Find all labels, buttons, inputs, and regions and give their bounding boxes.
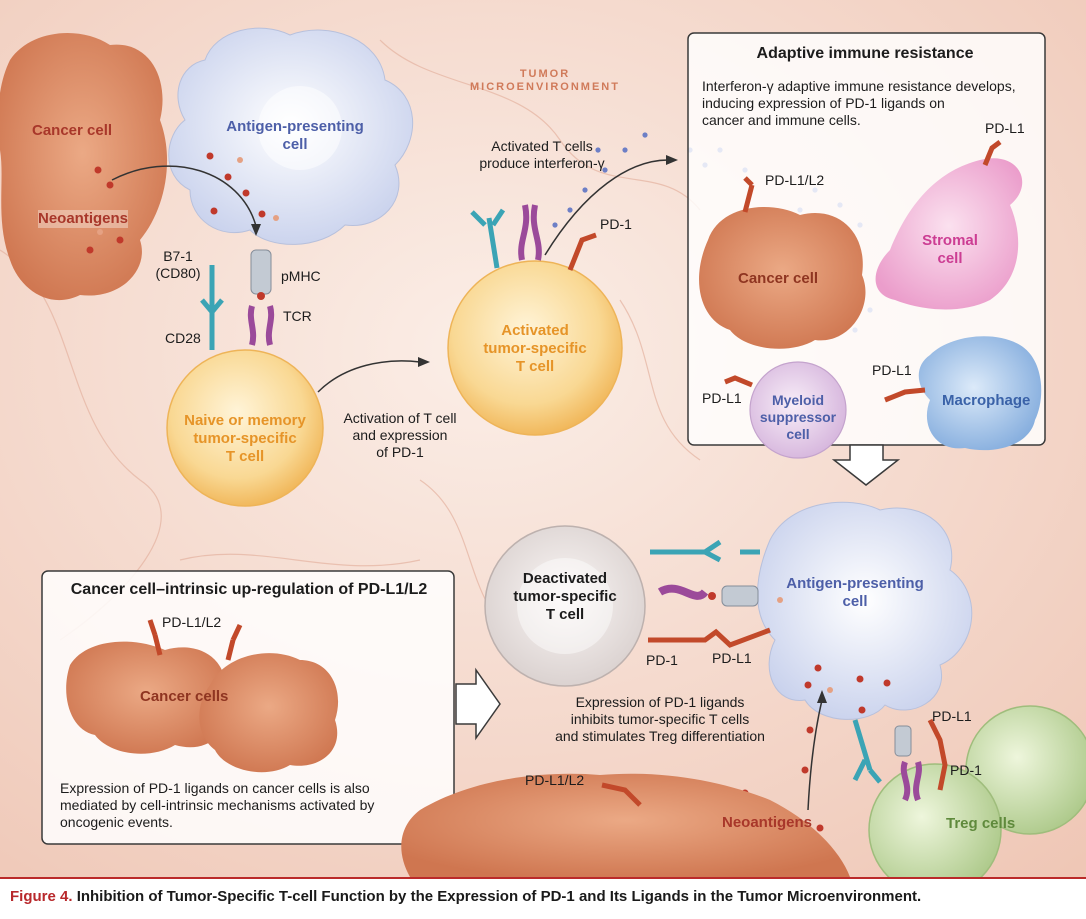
myeloid-cell-label: Myeloid suppressor cell <box>758 392 838 442</box>
naive-t-cell-shape <box>166 349 324 507</box>
expression-line-3: and stimulates Treg differentiation <box>555 727 765 744</box>
macrophage-label: Macrophage <box>942 392 1031 409</box>
naive-line-1: Naive or memory <box>184 412 306 429</box>
apc-bottom-label: Antigen-presenting cell <box>780 575 930 611</box>
adaptive-box-text: Interferon-γ adaptive immune resistance … <box>702 78 1037 128</box>
adaptive-box-title: Adaptive immune resistance <box>756 45 974 62</box>
neoantigens-bottom-label: Neoantigens <box>722 814 813 831</box>
stromal-cell-label: Stromal cell <box>910 232 990 268</box>
cancer-cell-bottom-shape <box>401 773 850 877</box>
neoantigens-label-top: Neoantigens <box>38 210 129 228</box>
myeloid-cell-shape <box>749 361 847 459</box>
pdl1-treg-label: PD-L1 <box>932 708 972 724</box>
expression-line-2: inhibits tumor-specific T cells <box>570 710 750 727</box>
b7-label: B7-1 (CD80) <box>150 248 206 282</box>
naive-t-cell-label: Naive or memory tumor-specific T cell <box>170 412 320 466</box>
apc-bottom-line-2: cell <box>842 593 868 610</box>
apc-top-line-2: cell <box>282 136 308 153</box>
tumor-line-1: TUMOR <box>519 68 571 80</box>
activated-produce-line-1: Activated T cells <box>491 138 593 154</box>
cancer-cell-label-top: Cancer cell <box>32 122 113 139</box>
adaptive-text-line-3: cancer and immune cells. <box>702 111 861 128</box>
pd1-mid-label: PD-1 <box>646 652 678 668</box>
deactivated-t-cell-label: Deactivated tumor-specific T cell <box>505 570 625 624</box>
adaptive-cancer-cell-label: Cancer cell <box>738 270 819 287</box>
pd1-treg-label: PD-1 <box>950 762 982 778</box>
naive-line-3: T cell <box>225 448 265 465</box>
pdl1l2-adaptive-label: PD-L1/L2 <box>765 172 825 188</box>
expression-bottom-label: Expression of PD-1 ligands inhibits tumo… <box>530 694 790 744</box>
macrophage-shape <box>918 336 1042 451</box>
activation-line-1: Activation of T cell <box>343 410 457 426</box>
stromal-line-1: Stromal <box>922 232 978 249</box>
figure-caption: Figure 4. Inhibition of Tumor-Specific T… <box>0 877 1086 919</box>
pdl1-macrophage-label: PD-L1 <box>872 362 912 378</box>
pdl1-mid-label: PD-L1 <box>712 650 752 666</box>
activated-line-1: Activated <box>501 322 569 339</box>
intrinsic-text-line-3: oncogenic events. <box>60 813 173 830</box>
pdl1l2-bottom-label: PD-L1/L2 <box>525 772 585 788</box>
activation-line-3: of PD-1 <box>376 443 424 460</box>
myeloid-line-3: cell <box>786 425 810 442</box>
b7-line-1: B7-1 <box>163 248 193 264</box>
pd1-top-label: PD-1 <box>600 216 632 232</box>
activated-produce-label: Activated T cells produce interferon-γ <box>462 138 622 172</box>
pmhc-label: pMHC <box>281 268 321 284</box>
tcr-label: TCR <box>283 308 312 324</box>
intrinsic-text-line-1: Expression of PD-1 ligands on cancer cel… <box>60 780 370 796</box>
stromal-cell-shape <box>875 158 1023 310</box>
adaptive-cancer-cell-shape <box>699 207 866 349</box>
adaptive-text-line-2: inducing expression of PD-1 ligands on <box>702 94 945 111</box>
pdl1-myeloid-label: PD-L1 <box>702 390 742 406</box>
myeloid-line-2: suppressor <box>759 408 837 425</box>
tumor-microenvironment-label: TUMOR MICROENVIRONMENT <box>460 68 630 94</box>
figure-number: Figure 4. <box>10 888 73 905</box>
activation-label: Activation of T cell and expression of P… <box>330 410 470 460</box>
cancer-cells-label: Cancer cells <box>140 688 229 705</box>
stromal-line-2: cell <box>937 250 963 267</box>
deactivated-line-3: T cell <box>545 606 585 623</box>
activated-produce-line-2: produce interferon-γ <box>479 154 605 171</box>
treg-cells-label: Treg cells <box>946 815 1016 832</box>
adaptive-text-line-1: Interferon-γ adaptive immune resistance … <box>702 78 1016 94</box>
cd28-label: CD28 <box>165 330 201 346</box>
treg-cell-back-shape <box>965 705 1086 835</box>
apc-top-label: Antigen-presenting cell <box>220 118 370 154</box>
apc-top-line-1: Antigen-presenting <box>226 118 364 135</box>
intrinsic-box-text: Expression of PD-1 ligands on cancer cel… <box>60 780 445 830</box>
cancer-cells-shape-2 <box>199 653 339 773</box>
intrinsic-text-line-2: mediated by cell-intrinsic mechanisms ac… <box>60 796 375 813</box>
activated-t-cell-shape <box>447 260 623 436</box>
deactivated-line-2: tumor-specific <box>513 588 617 605</box>
apc-bottom-shape <box>757 501 973 720</box>
figure-title: Inhibition of Tumor-Specific T-cell Func… <box>76 888 922 905</box>
cancer-cell-top-left-shape <box>0 33 168 300</box>
expression-line-1: Expression of PD-1 ligands <box>575 694 745 710</box>
apc-bottom-line-1: Antigen-presenting <box>786 575 924 592</box>
activated-line-3: T cell <box>515 358 555 375</box>
activation-line-2: and expression <box>352 426 448 443</box>
naive-line-2: tumor-specific <box>193 430 297 447</box>
b7-line-2: (CD80) <box>155 264 201 281</box>
deactivated-t-cell-shape <box>484 525 646 687</box>
myeloid-line-1: Myeloid <box>771 392 825 408</box>
tumor-line-2: MICROENVIRONMENT <box>470 81 620 94</box>
intrinsic-box-title: Cancer cell–intrinsic up-regulation of P… <box>70 581 428 598</box>
pdl1-stromal-label: PD-L1 <box>985 120 1025 136</box>
pdl1l2-intrinsic-label: PD-L1/L2 <box>162 614 222 630</box>
activated-t-cell-label: Activated tumor-specific T cell <box>470 322 600 376</box>
activated-line-2: tumor-specific <box>483 340 587 357</box>
deactivated-line-1: Deactivated <box>522 570 608 587</box>
cancer-cells-shape-1 <box>66 641 228 754</box>
